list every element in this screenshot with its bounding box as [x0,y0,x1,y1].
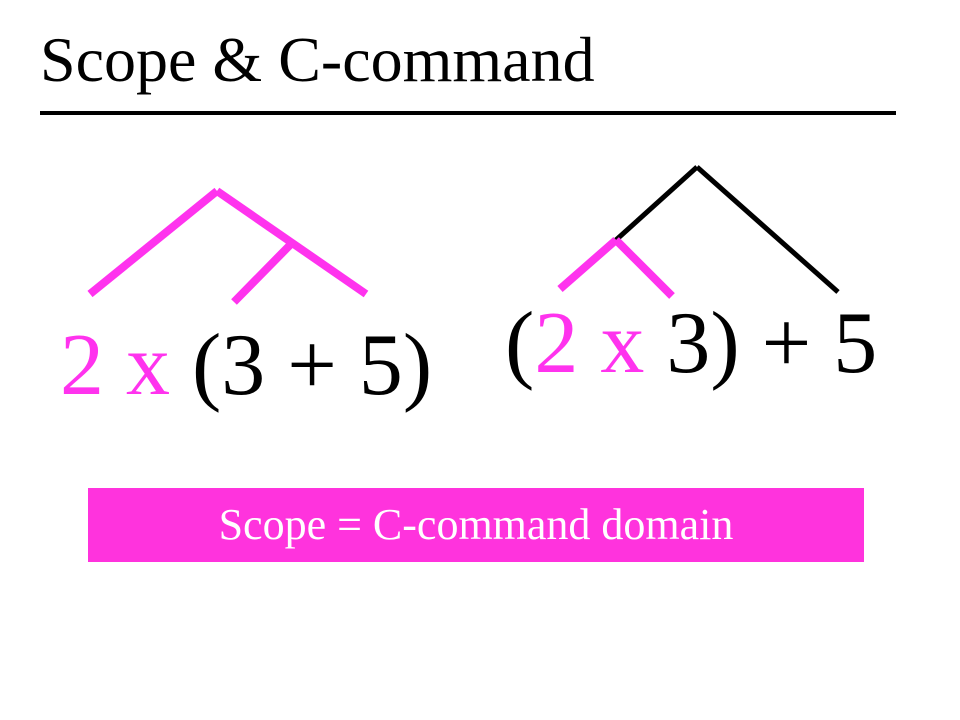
right-expression: (2 x 3) + 5 [505,300,877,388]
left-operand: 2 [60,317,104,414]
left-tree-root-right-branch [214,187,369,298]
left-tree-branches [87,187,369,305]
right-tree-root-right-branch [695,165,840,294]
right-operator: x [600,295,645,392]
left-group: (3 + 5) [192,317,433,414]
right-close: 3) [666,295,740,392]
right-tree-root-left-branch [614,165,699,242]
right-rest: + 5 [761,295,878,392]
title-underline [40,111,896,115]
left-operator: x [126,317,170,414]
right-tree-branches [557,165,840,299]
caption-banner: Scope = C-command domain [88,488,864,562]
right-tree-inner-right-branch [613,237,675,299]
right-tree-inner-left-branch [557,236,619,293]
left-tree-inner-branch [231,240,295,305]
right-operand: 2 [534,295,579,392]
caption-text: Scope = C-command domain [218,500,734,549]
slide-title: Scope & C-command [40,24,595,95]
left-expression: 2 x (3 + 5) [60,322,432,410]
left-tree-root-left-branch [87,187,220,298]
right-open-paren: ( [505,295,535,392]
